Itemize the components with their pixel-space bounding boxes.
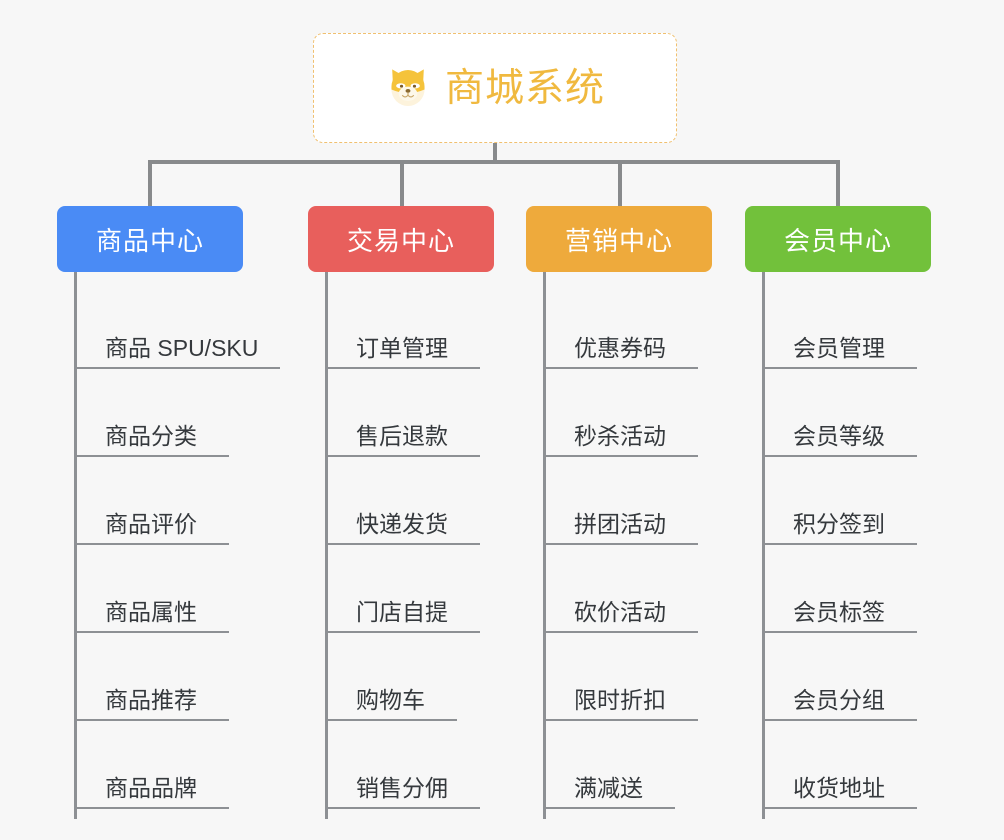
leaf-item[interactable]: 会员分组 bbox=[762, 633, 917, 721]
leaf-item[interactable]: 限时折扣 bbox=[543, 633, 698, 721]
leaf-underline bbox=[74, 719, 229, 721]
leaf-underline bbox=[325, 719, 457, 721]
leaf-item[interactable]: 商品 SPU/SKU bbox=[74, 281, 280, 369]
leaf-item[interactable]: 拼团活动 bbox=[543, 457, 698, 545]
leaf-label: 购物车 bbox=[356, 686, 425, 713]
leaf-underline bbox=[762, 719, 917, 721]
leaf-label: 快递发货 bbox=[356, 510, 448, 537]
leaf-item[interactable]: 门店自提 bbox=[325, 545, 480, 633]
leaf-underline bbox=[543, 543, 698, 545]
shiba-dog-icon bbox=[391, 69, 425, 106]
leaf-underline bbox=[543, 719, 698, 721]
leaf-label: 销售分佣 bbox=[356, 774, 448, 801]
leaf-underline bbox=[325, 807, 480, 809]
leaf-label: 商品评价 bbox=[105, 510, 197, 537]
leaf-underline bbox=[74, 367, 280, 369]
leaf-underline bbox=[762, 543, 917, 545]
leaf-item[interactable]: 订单管理 bbox=[325, 281, 480, 369]
connector-drop-2 bbox=[400, 160, 404, 206]
connector-root-stem bbox=[493, 143, 497, 164]
leaf-label: 拼团活动 bbox=[574, 510, 666, 537]
leaf-underline bbox=[74, 455, 229, 457]
leaf-item[interactable]: 收货地址 bbox=[762, 721, 917, 809]
leaf-label: 收货地址 bbox=[793, 774, 885, 801]
leaf-item[interactable]: 快递发货 bbox=[325, 457, 480, 545]
leaf-underline bbox=[543, 455, 698, 457]
leaf-underline bbox=[325, 455, 480, 457]
root-node[interactable]: 商城系统 bbox=[313, 33, 677, 143]
leaf-item[interactable]: 商品属性 bbox=[74, 545, 229, 633]
connector-horizontal-bus bbox=[150, 160, 838, 164]
connector-drop-1 bbox=[148, 160, 152, 206]
leaf-label: 会员分组 bbox=[793, 686, 885, 713]
category-label-2: 交易中心 bbox=[346, 225, 455, 256]
leaf-underline bbox=[325, 367, 480, 369]
category-label-3: 营销中心 bbox=[564, 225, 673, 256]
leaf-underline bbox=[74, 543, 229, 545]
leaf-item[interactable]: 砍价活动 bbox=[543, 545, 698, 633]
category-label-4: 会员中心 bbox=[783, 225, 892, 256]
leaf-underline bbox=[762, 455, 917, 457]
leaf-underline bbox=[762, 367, 917, 369]
leaf-label: 商品 SPU/SKU bbox=[105, 334, 259, 361]
leaf-item[interactable]: 满减送 bbox=[543, 721, 675, 809]
leaf-item[interactable]: 商品推荐 bbox=[74, 633, 229, 721]
leaf-underline bbox=[543, 367, 698, 369]
leaf-underline bbox=[74, 807, 229, 809]
leaf-underline bbox=[543, 807, 675, 809]
leaf-item[interactable]: 会员标签 bbox=[762, 545, 917, 633]
category-box-4[interactable]: 会员中心 bbox=[745, 206, 931, 272]
leaf-label: 满减送 bbox=[574, 774, 643, 801]
category-box-3[interactable]: 营销中心 bbox=[526, 206, 712, 272]
leaf-underline bbox=[543, 631, 698, 633]
category-box-1[interactable]: 商品中心 bbox=[57, 206, 243, 272]
branch-trunk-4 bbox=[762, 272, 765, 819]
leaf-underline bbox=[762, 807, 917, 809]
connector-drop-4 bbox=[836, 160, 840, 206]
leaf-label: 商品分类 bbox=[105, 422, 197, 449]
leaf-underline bbox=[325, 543, 480, 545]
leaf-label: 订单管理 bbox=[356, 334, 448, 361]
branch-trunk-1 bbox=[74, 272, 77, 819]
leaf-label: 商品属性 bbox=[105, 598, 197, 625]
category-box-2[interactable]: 交易中心 bbox=[308, 206, 494, 272]
leaf-item[interactable]: 商品评价 bbox=[74, 457, 229, 545]
leaf-item[interactable]: 售后退款 bbox=[325, 369, 480, 457]
leaf-item[interactable]: 购物车 bbox=[325, 633, 457, 721]
leaf-label: 会员标签 bbox=[793, 598, 885, 625]
leaf-label: 商品推荐 bbox=[105, 686, 197, 713]
leaf-item[interactable]: 秒杀活动 bbox=[543, 369, 698, 457]
connector-drop-3 bbox=[618, 160, 622, 206]
leaf-item[interactable]: 会员管理 bbox=[762, 281, 917, 369]
leaf-label: 门店自提 bbox=[356, 598, 448, 625]
leaf-label: 会员管理 bbox=[793, 334, 885, 361]
root-title: 商城系统 bbox=[444, 66, 605, 110]
category-label-1: 商品中心 bbox=[95, 225, 204, 256]
leaf-label: 限时折扣 bbox=[574, 686, 666, 713]
leaf-underline bbox=[325, 631, 480, 633]
leaf-underline bbox=[74, 631, 229, 633]
leaf-label: 会员等级 bbox=[793, 422, 885, 449]
leaf-label: 秒杀活动 bbox=[574, 422, 666, 449]
leaf-item[interactable]: 会员等级 bbox=[762, 369, 917, 457]
leaf-underline bbox=[762, 631, 917, 633]
leaf-item[interactable]: 优惠券码 bbox=[543, 281, 698, 369]
leaf-label: 积分签到 bbox=[793, 510, 885, 537]
leaf-item[interactable]: 商品品牌 bbox=[74, 721, 229, 809]
branch-trunk-3 bbox=[543, 272, 546, 819]
leaf-label: 砍价活动 bbox=[574, 598, 666, 625]
leaf-item[interactable]: 商品分类 bbox=[74, 369, 229, 457]
leaf-label: 售后退款 bbox=[356, 422, 448, 449]
leaf-label: 优惠券码 bbox=[574, 334, 666, 361]
leaf-item[interactable]: 积分签到 bbox=[762, 457, 917, 545]
leaf-label: 商品品牌 bbox=[105, 774, 197, 801]
branch-trunk-2 bbox=[325, 272, 328, 819]
leaf-item[interactable]: 销售分佣 bbox=[325, 721, 480, 809]
